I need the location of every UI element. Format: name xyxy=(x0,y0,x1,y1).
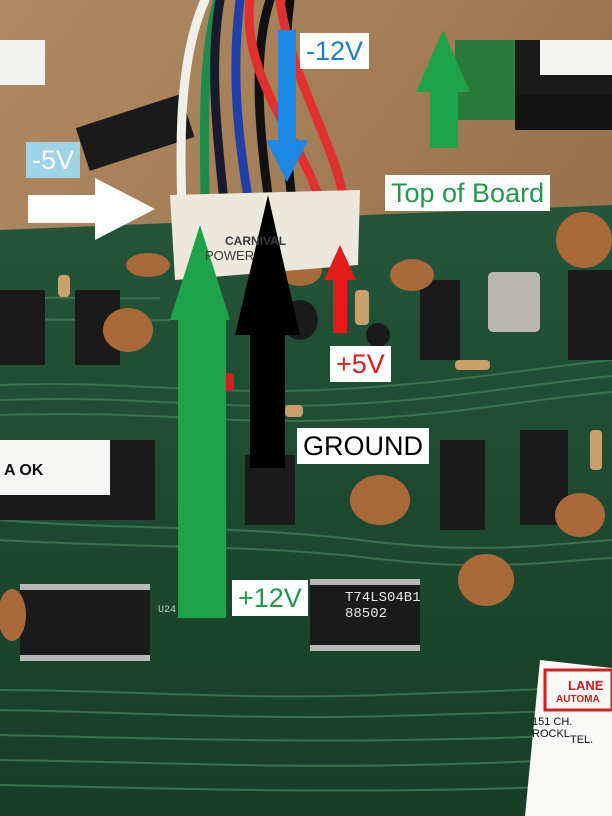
label-plus12: +12V xyxy=(232,580,308,616)
sticker-right-line4: TEL. xyxy=(570,734,594,746)
arrow-plus12 xyxy=(170,225,230,618)
label-minus5: -5V xyxy=(26,142,81,178)
chip-u24-label: U24 xyxy=(158,605,177,616)
top-right-board xyxy=(455,40,612,130)
label-top-of-board: Top of Board xyxy=(385,175,551,211)
connector-label-handwritten: POWER xyxy=(205,248,255,263)
connector-label: CARNIVAL xyxy=(225,234,287,248)
label-minus12: -12V xyxy=(300,33,370,69)
label-ground: GROUND xyxy=(297,428,429,464)
loose-chip-top-left xyxy=(0,40,195,171)
arrow-top-of-board xyxy=(416,30,470,148)
sticker-right-line3: 151 CH. ROCKL xyxy=(532,716,573,740)
arrow-plus5 xyxy=(324,245,356,333)
chip-u15-date: 88502 xyxy=(345,606,388,622)
arrow-minus5 xyxy=(28,178,155,240)
sticker-right-line2: AUTOMA xyxy=(556,694,600,705)
sticker-left-text: A OK xyxy=(4,462,44,479)
label-plus5: +5V xyxy=(330,346,391,382)
arrow-minus12 xyxy=(266,30,308,182)
red-led xyxy=(224,373,234,391)
arrow-ground xyxy=(235,195,300,468)
sticker-left xyxy=(0,440,110,495)
sticker-right xyxy=(525,660,612,816)
crystal-oscillator xyxy=(488,272,540,332)
sticker-right-line1: LANE xyxy=(568,678,604,693)
chip-u15-label: T74LS04B1 xyxy=(345,590,421,606)
ic-pins xyxy=(20,579,420,661)
resistors xyxy=(58,275,602,470)
